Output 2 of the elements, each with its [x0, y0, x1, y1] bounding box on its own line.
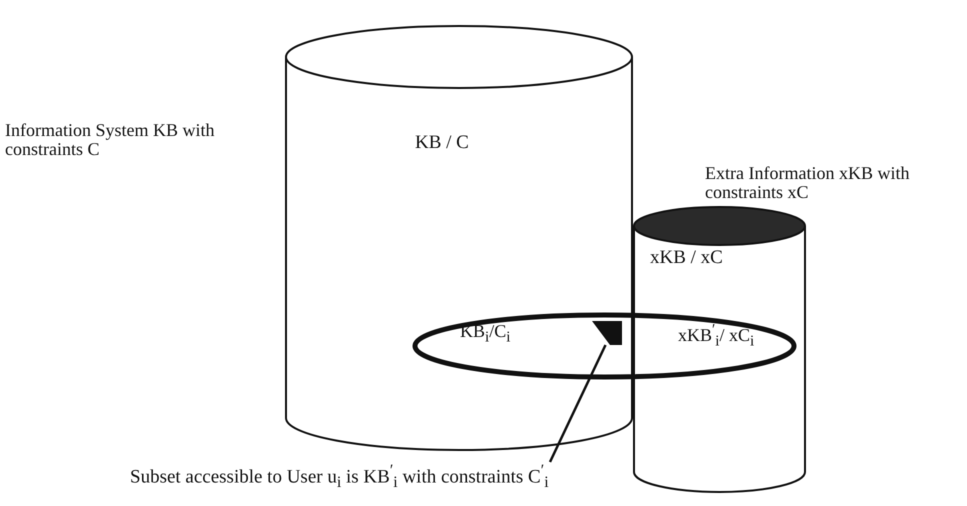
description-label: Information System KB with constraints C	[5, 121, 216, 159]
description-label: Extra Information xKB with constraints xC	[705, 164, 910, 202]
